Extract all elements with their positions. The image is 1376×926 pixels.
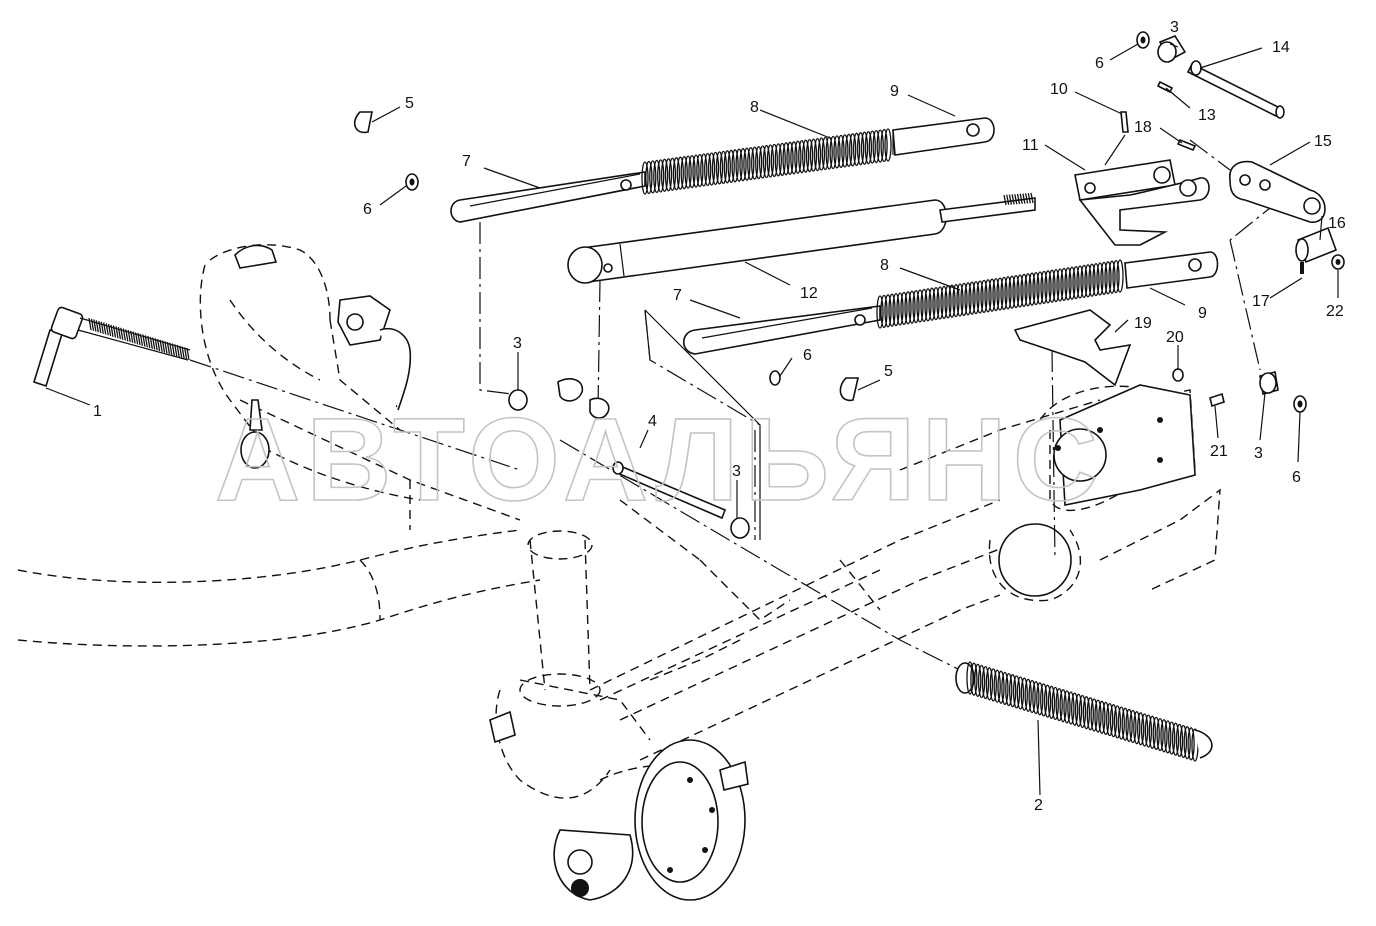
callout-7: 7 <box>673 287 682 304</box>
callout-20: 20 <box>1166 329 1184 346</box>
part-1-threaded-rod <box>33 306 191 388</box>
part-2-long-spring <box>955 661 1213 762</box>
callout-4: 4 <box>648 413 657 430</box>
callout-19: 19 <box>1134 315 1152 332</box>
callout-8: 8 <box>750 99 759 116</box>
callout-13: 13 <box>1198 107 1216 124</box>
callout-22: 22 <box>1326 303 1344 320</box>
callout-17: 17 <box>1252 293 1270 310</box>
callout-3: 3 <box>513 335 522 352</box>
part-12-cylinder <box>567 192 1036 284</box>
callout-8: 8 <box>880 257 889 274</box>
left-mount-bracket <box>234 244 412 469</box>
callout-6: 6 <box>363 201 372 218</box>
callout-5: 5 <box>405 95 414 112</box>
callout-18: 18 <box>1134 119 1152 136</box>
part-15-plate <box>1229 160 1326 223</box>
callout-3: 3 <box>1254 445 1263 462</box>
part-16-pin-group <box>1295 226 1345 274</box>
callout-6: 6 <box>803 347 812 364</box>
callout-2: 2 <box>1034 797 1043 814</box>
callout-6: 6 <box>1095 55 1104 72</box>
callout-14: 14 <box>1272 39 1290 56</box>
right-hub-plate <box>998 384 1196 597</box>
callout-21: 21 <box>1210 443 1228 460</box>
lower-spring-assembly <box>644 251 1219 540</box>
callout-11: 11 <box>1022 137 1039 154</box>
callout-5: 5 <box>884 363 893 380</box>
callout-3: 3 <box>1170 19 1179 36</box>
callout-7: 7 <box>462 153 471 170</box>
callout-9: 9 <box>890 83 899 100</box>
bushings-and-washers <box>353 111 1307 539</box>
left-wheel-hub <box>489 710 749 901</box>
callout-labels: 1 2 3 3 3 3 4 5 5 6 6 6 6 7 7 8 8 9 9 10… <box>93 19 1346 814</box>
part-11-bracket <box>1074 159 1210 246</box>
small-pins <box>1120 111 1197 152</box>
callout-10: 10 <box>1050 81 1068 98</box>
callout-16: 16 <box>1328 215 1346 232</box>
callout-12: 12 <box>800 285 818 302</box>
callout-6: 6 <box>1292 469 1301 486</box>
callout-1: 1 <box>93 403 102 420</box>
part-14-pin-group <box>1136 31 1285 119</box>
callout-15: 15 <box>1314 133 1332 150</box>
callout-3: 3 <box>732 463 741 480</box>
upper-spring-assembly <box>450 117 995 223</box>
watermark-text: АВТОАЛЬЯНС <box>215 394 1104 526</box>
leader-lines <box>45 43 1339 796</box>
callout-9: 9 <box>1198 305 1207 322</box>
